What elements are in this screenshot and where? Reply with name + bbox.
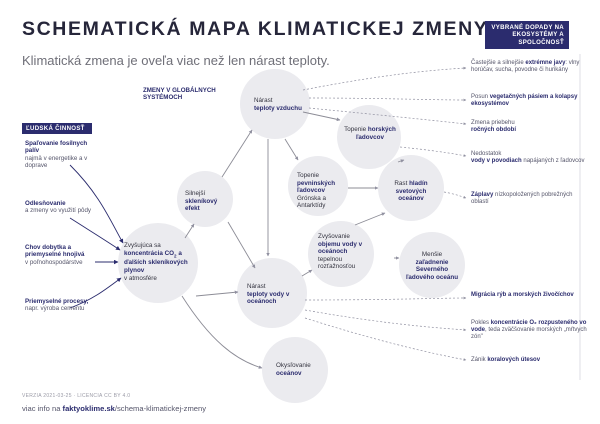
node-greenhouse-pre: Silnejší — [185, 190, 206, 197]
page-title: SCHEMATICKÁ MAPA KLIMATICKEJ ZMENY — [22, 18, 489, 40]
node-icesheets-bold: pevninských ľadovcov — [297, 179, 336, 195]
page-subtitle: Klimatická zmena je oveľa viac než len n… — [22, 53, 330, 68]
activity-fossil-rest: najmä v energetike a v doprave — [25, 154, 88, 170]
node-gases-bold1: koncentrácia CO — [124, 249, 175, 257]
impact-vegetation: Posun vegetačných pásiem a kolapsy ekosy… — [471, 94, 578, 108]
version-label: VERZIA 2021-03-25 · LICENCIA CC BY 4.0 — [22, 393, 131, 399]
section-header-systems: ZMENY V GLOBÁLNYCH SYSTÉMOCH — [143, 87, 216, 102]
activity-fossil: Spaľovanie fosílnych palív najmä v energ… — [25, 140, 95, 170]
node-air-temperature: Nárast teploty vzduchu — [254, 97, 304, 112]
node-acid-pre: Okysľovanie — [276, 362, 311, 369]
node-ocean-temperature: Nárast teploty vody v oceánoch — [247, 283, 299, 306]
impact-fish-migration: Migrácia rýb a morských živočíchov — [471, 292, 574, 298]
node-volume-circle — [308, 221, 374, 287]
activity-industry-bold: Priemyselné procesy, — [25, 298, 89, 305]
impact-extreme-events: Častejšie a silnejšie extrémne javy: vln… — [471, 60, 580, 74]
node-sea-circle — [378, 155, 444, 221]
node-air-circle — [240, 69, 310, 139]
node-gases-circle — [118, 223, 198, 303]
activity-livestock-rest: v poľnohospodárstve — [25, 258, 83, 266]
node-ice-sheets: Topenie pevninských ľadovcov Grónska a A… — [297, 172, 349, 210]
activity-livestock: Chov dobytka a priemyselné hnojivá v poľ… — [25, 244, 95, 266]
node-glaciers-pre: Topenie — [344, 126, 367, 133]
node-ice-bold: zaľadnenie Severného ľadového oceánu — [405, 258, 459, 281]
node-arctic-ice: Menšie zaľadnenie Severného ľadového oce… — [405, 251, 459, 281]
node-gases-sub: 2 — [174, 252, 177, 258]
node-sea-pre: Rast — [394, 180, 408, 187]
node-air-pre: Nárast — [254, 97, 273, 104]
node-volume-bold: objemu vody v oceánoch — [318, 240, 363, 256]
node-greenhouse: Silnejší skleníkový efekt — [185, 190, 227, 213]
node-ocean-circle — [237, 258, 307, 328]
node-air-bold: teploty vzduchu — [254, 104, 302, 112]
node-mountain-glaciers: Topenie horských ľadovcov — [343, 126, 397, 141]
activity-industry-rest: napr. výroba cementu — [25, 305, 85, 313]
impact-floods: Záplavy nízkopoložených pobrežných oblas… — [471, 192, 573, 206]
node-gases-bold2: a ďalších skleníkových plynov — [124, 249, 188, 275]
node-greenhouse-bold: skleníkový efekt — [185, 197, 218, 213]
node-gases: Zvyšujúca sa koncentrácia CO2 a ďalších … — [124, 242, 198, 282]
section-header-human: ĽUDSKÁ ČINNOSŤ — [22, 123, 92, 135]
node-acidification: Okysľovanie oceánov — [276, 362, 320, 377]
arrow-fossil — [69, 164, 124, 244]
arrow-deforest — [69, 217, 121, 251]
activity-deforestation-rest: a zmeny vo využití pôdy — [25, 207, 92, 215]
impact-oxygen: Pokles koncentrácie O₂ rozpusteného vo v… — [471, 320, 587, 341]
node-gases-post: v atmosfére — [124, 274, 157, 282]
node-volume-post: tepelnou rozťažnosťou — [318, 255, 356, 271]
activity-deforestation-bold: Odlesňovanie — [25, 200, 66, 207]
activity-fossil-bold: Spaľovanie fosílnych palív — [25, 140, 88, 155]
node-icesheets-circle — [288, 156, 348, 216]
section-header-impacts: VYBRANÉ DOPADY NA EKOSYSTÉMY A SPOLOČNOS… — [485, 21, 569, 49]
activity-deforestation: Odlesňovanie a zmeny vo využití pôdy — [25, 200, 95, 215]
node-icesheets-post: Grónska a Antarktídy — [297, 194, 327, 210]
info-link[interactable]: viac info na faktyoklime.sk/schema-klima… — [22, 404, 207, 413]
node-ice-circle — [399, 232, 465, 298]
node-sea-bold: hladín svetových oceánov — [395, 180, 428, 203]
node-glaciers-circle — [337, 105, 401, 169]
arrow-industry — [69, 277, 122, 309]
node-volume-pre: Zvyšovanie — [318, 233, 350, 240]
node-ocean-pre: Nárast — [247, 283, 266, 290]
activity-livestock-bold: Chov dobytka a priemyselné hnojivá — [25, 244, 85, 259]
impact-corals: Zánik koralových útesov — [471, 357, 541, 363]
node-water-volume: Zvyšovanie objemu vody v oceánoch tepeln… — [318, 233, 370, 271]
node-acid-bold: oceánov — [276, 369, 302, 377]
node-acid-circle — [262, 337, 328, 403]
node-greenhouse-circle — [177, 171, 233, 227]
activity-industry: Priemyselné procesy, napr. výroba cement… — [25, 298, 95, 313]
node-ocean-bold: teploty vody v oceánoch — [247, 290, 290, 306]
node-icesheets-pre: Topenie — [297, 172, 320, 179]
node-ice-pre: Menšie — [421, 251, 443, 258]
node-gases-pre: Zvyšujúca sa — [124, 242, 161, 249]
node-sea-level: Rast hladín svetových oceánov — [385, 180, 437, 203]
node-glaciers-bold: horských ľadovcov — [356, 126, 396, 141]
